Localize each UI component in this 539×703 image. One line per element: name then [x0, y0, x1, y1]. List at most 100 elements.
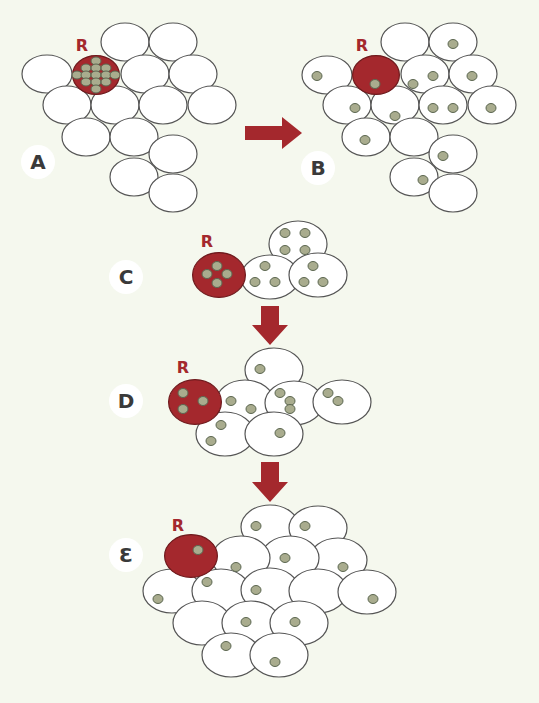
panel-letter: A: [21, 145, 55, 179]
particle: [333, 397, 343, 406]
particle: [72, 71, 82, 79]
particle: [285, 405, 295, 414]
cell-outline: [164, 534, 218, 578]
panel-e-cells: [143, 505, 396, 677]
particle: [250, 278, 260, 287]
particle: [270, 658, 280, 667]
panel-letter: B: [301, 151, 335, 185]
particle: [290, 618, 300, 627]
particle: [318, 278, 328, 287]
panel-b-cells: [302, 23, 516, 212]
particle: [202, 270, 212, 279]
cell-label: R: [356, 37, 368, 55]
particle: [231, 563, 241, 572]
cell: [338, 570, 396, 614]
panel-badge: B: [301, 151, 335, 185]
panel-badge: Ɛ: [109, 538, 143, 572]
cell-outline: [72, 55, 120, 95]
particle: [275, 389, 285, 398]
particle: [368, 595, 378, 604]
panel-letter: C: [109, 260, 143, 294]
particle: [308, 262, 318, 271]
cell-outline: [352, 55, 400, 95]
cell: [419, 86, 467, 124]
particle: [390, 112, 400, 121]
cell: [149, 174, 197, 212]
particle: [467, 72, 477, 81]
badge-circle: [109, 384, 143, 418]
particle: [260, 262, 270, 271]
cell: [429, 135, 477, 173]
red-cell-shape: [193, 253, 246, 298]
infected-cell: R: [164, 534, 218, 578]
particle: [101, 71, 111, 79]
block-arrow: [245, 117, 302, 149]
panel-badge: C: [109, 260, 143, 294]
panel-a-cells: [22, 23, 236, 212]
particle: [91, 85, 101, 93]
particle: [280, 246, 290, 255]
particle: [438, 152, 448, 161]
particle: [110, 71, 120, 79]
panel-b-particles: [312, 40, 496, 185]
cell: [149, 135, 197, 173]
particle: [216, 421, 226, 430]
particle: [300, 229, 310, 238]
particle: [81, 71, 91, 79]
cell-outline: [168, 379, 222, 425]
particle: [81, 78, 91, 86]
particle: [221, 642, 231, 651]
particle: [226, 397, 236, 406]
panel-letter: D: [109, 384, 143, 418]
particle: [408, 80, 418, 89]
particle: [251, 522, 261, 531]
particle: [428, 72, 438, 81]
particle: [91, 64, 101, 72]
panel-badge: D: [109, 384, 143, 418]
particle: [280, 229, 290, 238]
badge-circle: [109, 538, 143, 572]
cell: [468, 86, 516, 124]
panel-c-cells: [241, 221, 347, 299]
cell: [313, 380, 371, 424]
infected-cell: R: [72, 55, 120, 95]
badge-circle: [109, 260, 143, 294]
particle: [270, 278, 280, 287]
particle: [101, 78, 111, 86]
particle: [91, 78, 101, 86]
cell-label: R: [177, 359, 189, 377]
particle: [153, 595, 163, 604]
block-arrow: [252, 306, 288, 345]
cell: [139, 86, 187, 124]
particle: [178, 405, 188, 414]
particle: [81, 64, 91, 72]
particle: [299, 278, 309, 287]
particle: [280, 554, 290, 563]
particle: [202, 578, 212, 587]
particle: [486, 104, 496, 113]
particle: [448, 104, 458, 113]
particle: [241, 618, 251, 627]
cell-label: R: [172, 517, 184, 535]
particle: [178, 389, 188, 398]
cell-label: R: [76, 37, 88, 55]
particle: [101, 64, 111, 72]
panel-c-red-particles: [202, 262, 232, 288]
particle: [212, 279, 222, 288]
particle: [300, 522, 310, 531]
particle: [206, 437, 216, 446]
cell: [188, 86, 236, 124]
particle: [275, 429, 285, 438]
badge-circle: [21, 145, 55, 179]
cell: [429, 174, 477, 212]
red-cell-shape: [73, 56, 120, 95]
particle: [338, 563, 348, 572]
block-arrow: [252, 462, 288, 502]
particle: [312, 72, 322, 81]
particle: [370, 80, 380, 89]
panel-d-cells: [196, 348, 371, 456]
cell: [250, 633, 308, 677]
